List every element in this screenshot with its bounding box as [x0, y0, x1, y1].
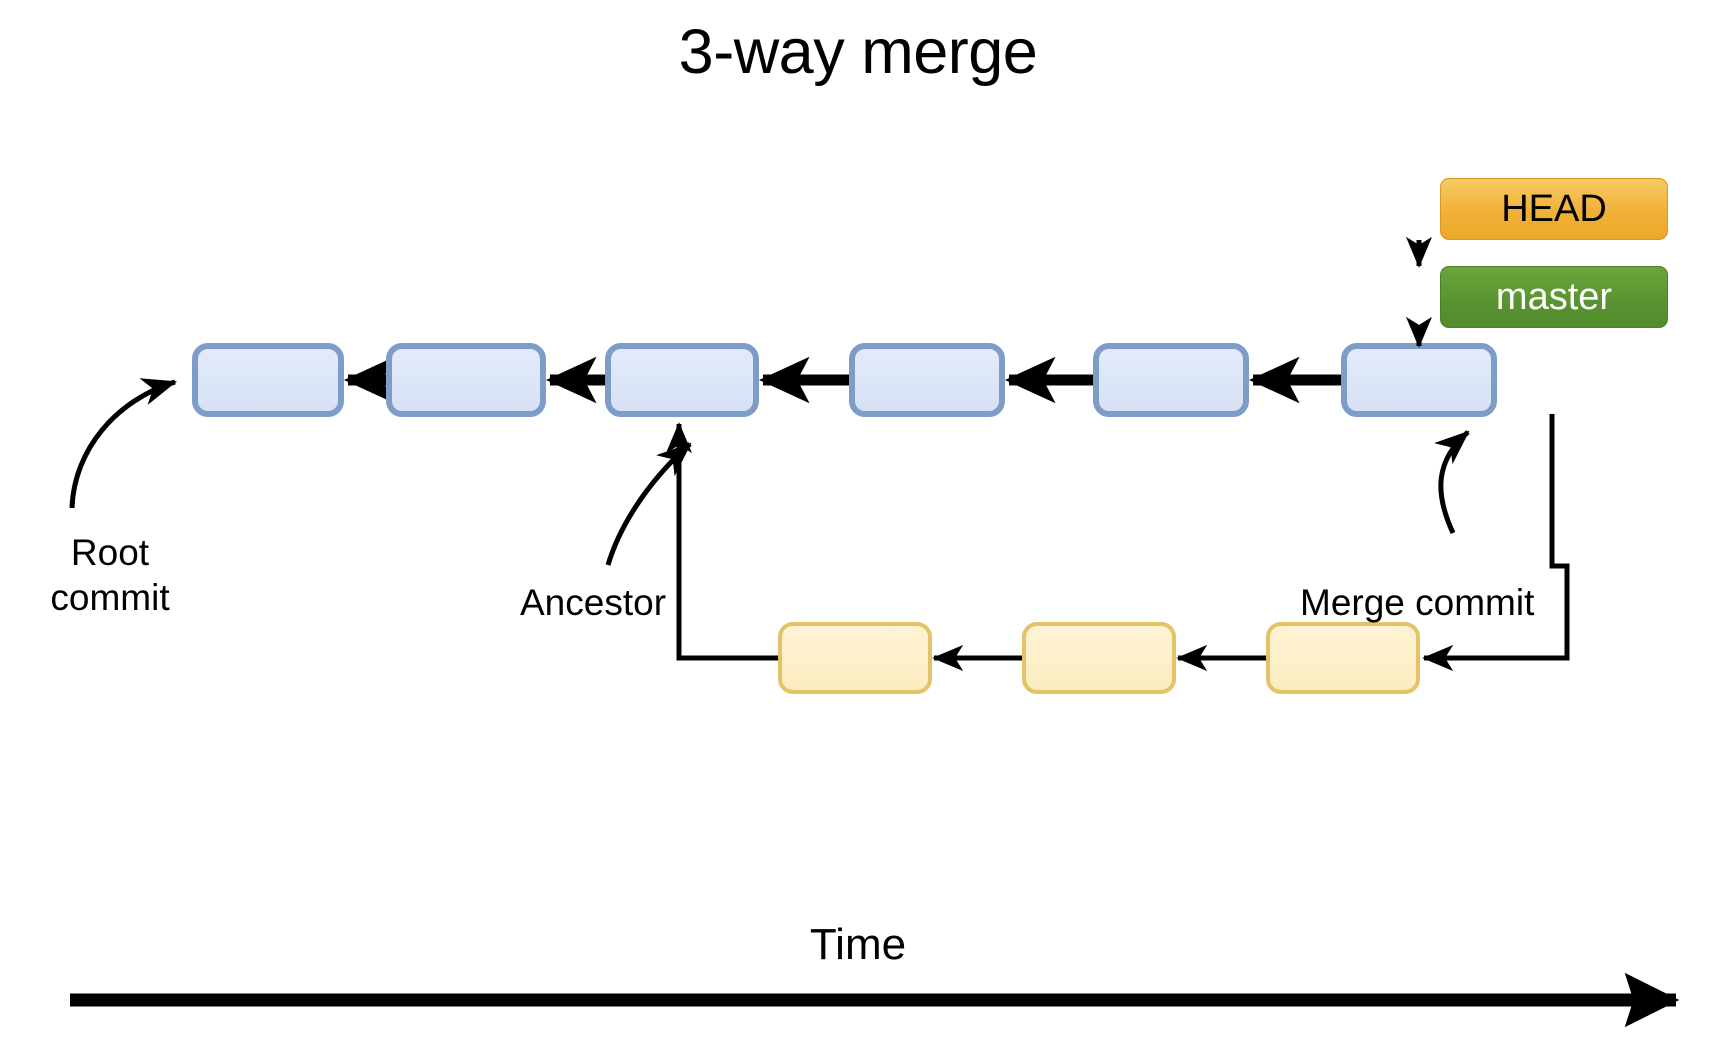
commit-box-2[interactable] [386, 343, 546, 417]
topic-commit-box-1[interactable] [778, 622, 932, 694]
commit-box-merge[interactable] [1341, 343, 1497, 417]
second-parent-connector [1422, 414, 1570, 672]
commit-box-4[interactable] [849, 343, 1005, 417]
callout-arrows [69, 378, 1470, 566]
ref-chip-head-label: HEAD [1501, 187, 1607, 230]
commit-box-root[interactable] [192, 343, 344, 417]
topic-commit-box-3[interactable] [1266, 622, 1420, 694]
callout-arrow-merge-commit [1434, 430, 1470, 535]
path-merge-to-topic2 [1422, 414, 1570, 672]
branch-point-connector [665, 422, 780, 661]
callout-label-root-commit-line1: Root [70, 532, 150, 573]
callout-label-root-commit: Root commit [20, 530, 200, 620]
commit-box-ancestor[interactable] [605, 343, 759, 417]
commit-box-5[interactable] [1093, 343, 1249, 417]
callout-arrow-ancestor [605, 442, 692, 566]
ref-chip-master-label: master [1495, 275, 1613, 318]
ref-chip-master[interactable]: master [1440, 266, 1668, 328]
time-axis-label: Time [809, 920, 907, 969]
page-title: 3-way merge [678, 17, 1038, 87]
callout-label-root-commit-line2: commit [50, 577, 170, 619]
topic-commit-box-2[interactable] [1022, 622, 1176, 694]
callout-label-ancestor: Ancestor [520, 582, 667, 623]
path-topic-to-ancestor [665, 422, 780, 661]
master-branch-commits [192, 343, 1497, 417]
topic-branch-commits [778, 622, 1420, 694]
callout-arrow-root-commit [69, 378, 178, 509]
callout-label-merge-commit: Merge commit [1300, 582, 1535, 623]
ref-chip-head[interactable]: HEAD [1440, 178, 1668, 240]
